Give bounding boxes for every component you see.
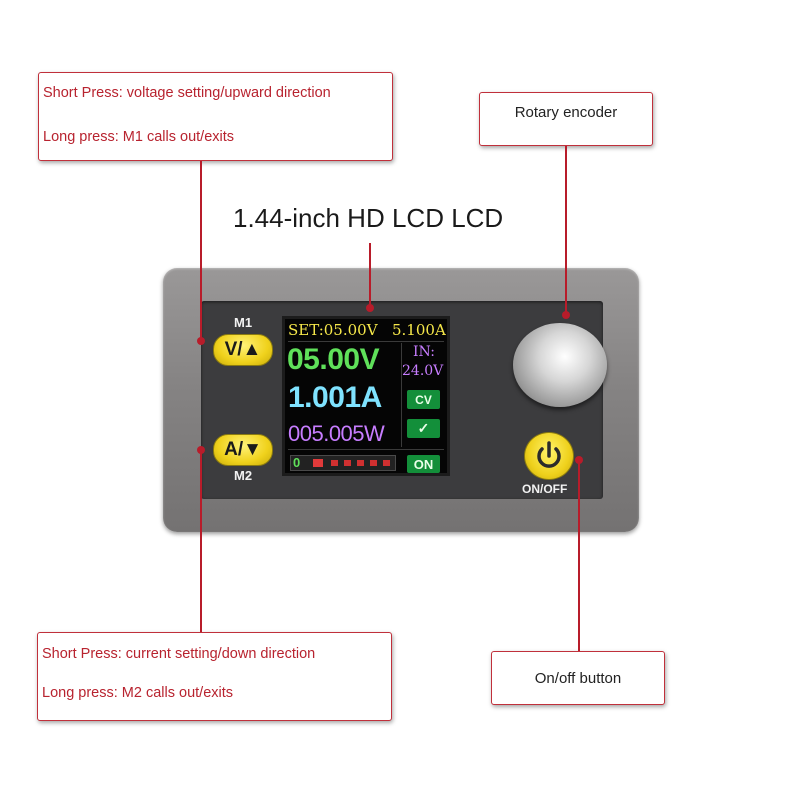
lcd-output-power: 005.005W (288, 421, 385, 446)
callout-rotary-encoder: Rotary encoder (479, 92, 653, 146)
leader-dot-onoff (575, 456, 583, 464)
power-button-label: ON/OFF (522, 482, 568, 496)
lcd-input-label: IN: (413, 344, 435, 360)
lcd-cv-badge: CV (407, 390, 440, 409)
leader-dot-m2 (197, 446, 205, 454)
leader-dot-m1 (197, 337, 205, 345)
leader-line-m1 (200, 161, 202, 340)
leader-line-m2 (200, 450, 202, 632)
lcd-memory-slot (370, 460, 377, 466)
m2-current-down-button[interactable]: A/▼ (213, 434, 273, 466)
lcd-output-voltage: 05.00V (287, 343, 380, 376)
m1-label: M1 (234, 315, 253, 330)
power-icon (537, 441, 561, 468)
callout-rotary-encoder-label: Rotary encoder (514, 104, 618, 121)
lcd-output-current: 1.001A (288, 381, 382, 414)
lcd-memory-bar: 0 (290, 455, 396, 471)
power-button[interactable] (524, 432, 574, 480)
lcd-divider-vertical (401, 343, 402, 447)
callout-m2-long: Long press: M2 calls out/exits (42, 685, 234, 701)
lcd-set-current: 5.100A (392, 321, 446, 339)
lcd-set-voltage: SET:05.00V (288, 321, 378, 339)
lcd-divider-horizontal-bottom (288, 449, 444, 450)
lcd-divider-horizontal (288, 341, 444, 342)
lcd-check-badge: ✓ (407, 419, 440, 438)
page-title: 1.44-inch HD LCD LCD (233, 203, 504, 233)
lcd-memory-index: 0 (293, 455, 301, 470)
leader-dot-encoder (562, 311, 570, 319)
callout-m1: Short Press: voltage setting/upward dire… (38, 72, 393, 161)
lcd-input-voltage: 24.0V (402, 363, 444, 379)
leader-line-onoff (578, 461, 580, 651)
callout-onoff-button: On/off button (491, 651, 665, 705)
lcd-on-badge: ON (407, 455, 440, 473)
m2-label: M2 (234, 468, 253, 483)
m1-voltage-up-button[interactable]: V/▲ (213, 334, 273, 366)
callout-m2-short: Short Press: current setting/down direct… (42, 646, 316, 662)
callout-m2: Short Press: current setting/down direct… (37, 632, 392, 721)
leader-line-encoder (565, 146, 567, 314)
leader-dot-lcd (366, 304, 374, 312)
callout-onoff-label: On/off button (534, 670, 622, 687)
lcd-memory-slot (344, 460, 351, 466)
lcd-screen: SET:05.00V 5.100A 05.00V 1.001A 005.005W… (282, 316, 450, 476)
callout-m1-long: Long press: M1 calls out/exits (43, 129, 235, 145)
rotary-encoder-knob[interactable] (513, 323, 607, 407)
lcd-memory-slot (357, 460, 364, 466)
leader-line-lcd (369, 243, 371, 307)
lcd-memory-slot-active (313, 459, 323, 467)
lcd-memory-slot (383, 460, 390, 466)
lcd-memory-slot (331, 460, 338, 466)
callout-m1-short: Short Press: voltage setting/upward dire… (43, 85, 331, 101)
